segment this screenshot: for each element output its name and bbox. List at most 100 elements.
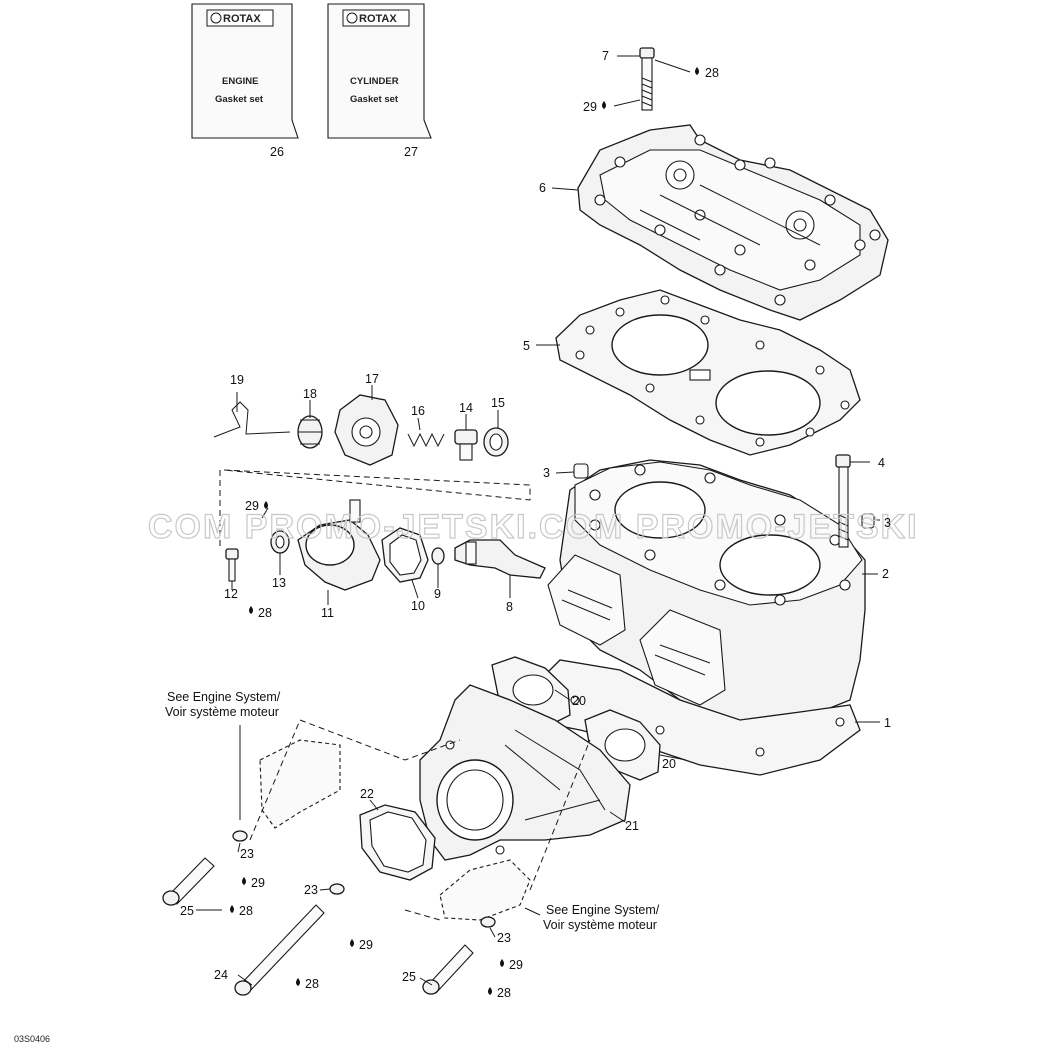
valve-element — [297, 415, 323, 449]
bag-subtitle: Gasket set — [350, 94, 399, 105]
note-line: See Engine System/ — [167, 690, 281, 704]
assembly-line — [249, 719, 591, 921]
lubricant-label: 29 — [583, 100, 597, 114]
note-line: See Engine System/ — [546, 903, 660, 917]
callout-label: 1 — [884, 716, 891, 730]
callout-label: 26 — [270, 145, 284, 159]
dowel-pin — [573, 463, 589, 479]
manifold-bolt — [162, 857, 215, 906]
small-o-ring — [431, 547, 445, 565]
callout-label: 12 — [224, 587, 238, 601]
callout-label: 8 — [506, 600, 513, 614]
callout-label: 23 — [497, 931, 511, 945]
lubricant-drop-icons — [230, 67, 699, 995]
lubricant-label: 28 — [705, 66, 719, 80]
callout-label: 17 — [365, 372, 379, 386]
callout-label: 18 — [303, 387, 317, 401]
screw — [225, 548, 239, 582]
callout-label: 24 — [214, 968, 228, 982]
drop-icon — [350, 939, 354, 947]
lubricant-label: 29 — [245, 499, 259, 513]
callout-label: 23 — [240, 847, 254, 861]
callout-label: 20 — [572, 694, 586, 708]
drop-icon — [264, 501, 268, 509]
water-fitting — [454, 539, 546, 579]
callout-label: 13 — [272, 576, 286, 590]
drop-icon — [500, 959, 504, 967]
callout-label: 7 — [602, 49, 609, 63]
washer — [329, 883, 345, 895]
retaining-clip — [213, 401, 291, 438]
drop-icon — [602, 101, 606, 109]
drop-icon — [296, 978, 300, 986]
callout-label: 3 — [543, 466, 550, 480]
bag-brand: ROTAX — [223, 13, 261, 25]
cylinder-head-cover — [577, 124, 889, 321]
exhaust-manifold — [419, 684, 631, 861]
drop-icon — [695, 67, 699, 75]
manifold-gasket — [359, 804, 436, 881]
washer — [232, 830, 248, 842]
callout-label: 14 — [459, 401, 473, 415]
drop-icon — [488, 987, 492, 995]
lubricant-label: 29 — [359, 938, 373, 952]
assembly-line — [219, 469, 531, 548]
head-bolt — [639, 47, 655, 111]
lubricant-label: 28 — [239, 904, 253, 918]
drop-icon — [230, 905, 234, 913]
callout-label: 22 — [360, 787, 374, 801]
washer — [480, 916, 496, 928]
lubricant-labels: 28 28 28 28 28 29 29 29 29 29 — [239, 66, 719, 1000]
callout-labels: 26 27 1 2 3 3 4 5 6 7 8 9 10 11 12 13 14… — [180, 49, 891, 984]
drop-icon — [249, 606, 253, 614]
callout-label: 2 — [882, 567, 889, 581]
bag-brand: ROTAX — [359, 13, 397, 25]
callout-label: 21 — [625, 819, 639, 833]
exhaust-gasket-lower — [584, 709, 661, 781]
bag-subtitle: Gasket set — [215, 94, 264, 105]
callout-label: 16 — [411, 404, 425, 418]
see-engine-system-note: See Engine System/ Voir système moteur — [165, 690, 281, 719]
lubricant-label: 28 — [497, 986, 511, 1000]
callout-label: 10 — [411, 599, 425, 613]
thermostat — [454, 429, 478, 461]
cylinder-gasket-set-bag: ROTAX CYLINDER Gasket set — [327, 3, 432, 139]
assembly-line — [299, 719, 461, 761]
callout-label: 3 — [884, 516, 891, 530]
engine-support-bracket — [259, 739, 531, 921]
long-manifold-bolt — [234, 904, 325, 996]
lubricant-label: 28 — [258, 606, 272, 620]
cylinder-block — [547, 459, 866, 731]
callout-label: 19 — [230, 373, 244, 387]
callout-label: 23 — [304, 883, 318, 897]
bag-title: ENGINE — [222, 76, 258, 87]
callout-label: 5 — [523, 339, 530, 353]
housing-gasket — [381, 527, 429, 583]
note-line: Voir système moteur — [165, 705, 279, 719]
callout-label: 25 — [402, 970, 416, 984]
lubricant-label: 29 — [509, 958, 523, 972]
dowel-pin — [861, 513, 875, 529]
engine-gasket-set-bag: ROTAX ENGINE Gasket set — [191, 3, 299, 139]
bag-title: CYLINDER — [350, 76, 399, 87]
drop-icon — [242, 877, 246, 885]
spring — [407, 432, 445, 448]
cylinder-stud — [835, 454, 851, 548]
callout-label: 20 — [662, 757, 676, 771]
seal — [270, 530, 290, 554]
callout-label: 25 — [180, 904, 194, 918]
manifold-bolt — [422, 944, 474, 995]
lubricant-label: 28 — [305, 977, 319, 991]
callout-label: 9 — [434, 587, 441, 601]
callout-label: 11 — [321, 606, 334, 620]
lubricant-label: 29 — [251, 876, 265, 890]
callout-label: 27 — [404, 145, 418, 159]
callout-label: 15 — [491, 396, 505, 410]
thermostat-cover — [334, 394, 399, 466]
cylinder-head-gasket — [555, 289, 861, 456]
callout-label: 4 — [878, 456, 885, 470]
watermark: COM PROMO-JETSKI.COM PROMO-JETSKI — [148, 508, 919, 546]
figure-code: 03S0406 — [14, 1034, 50, 1044]
